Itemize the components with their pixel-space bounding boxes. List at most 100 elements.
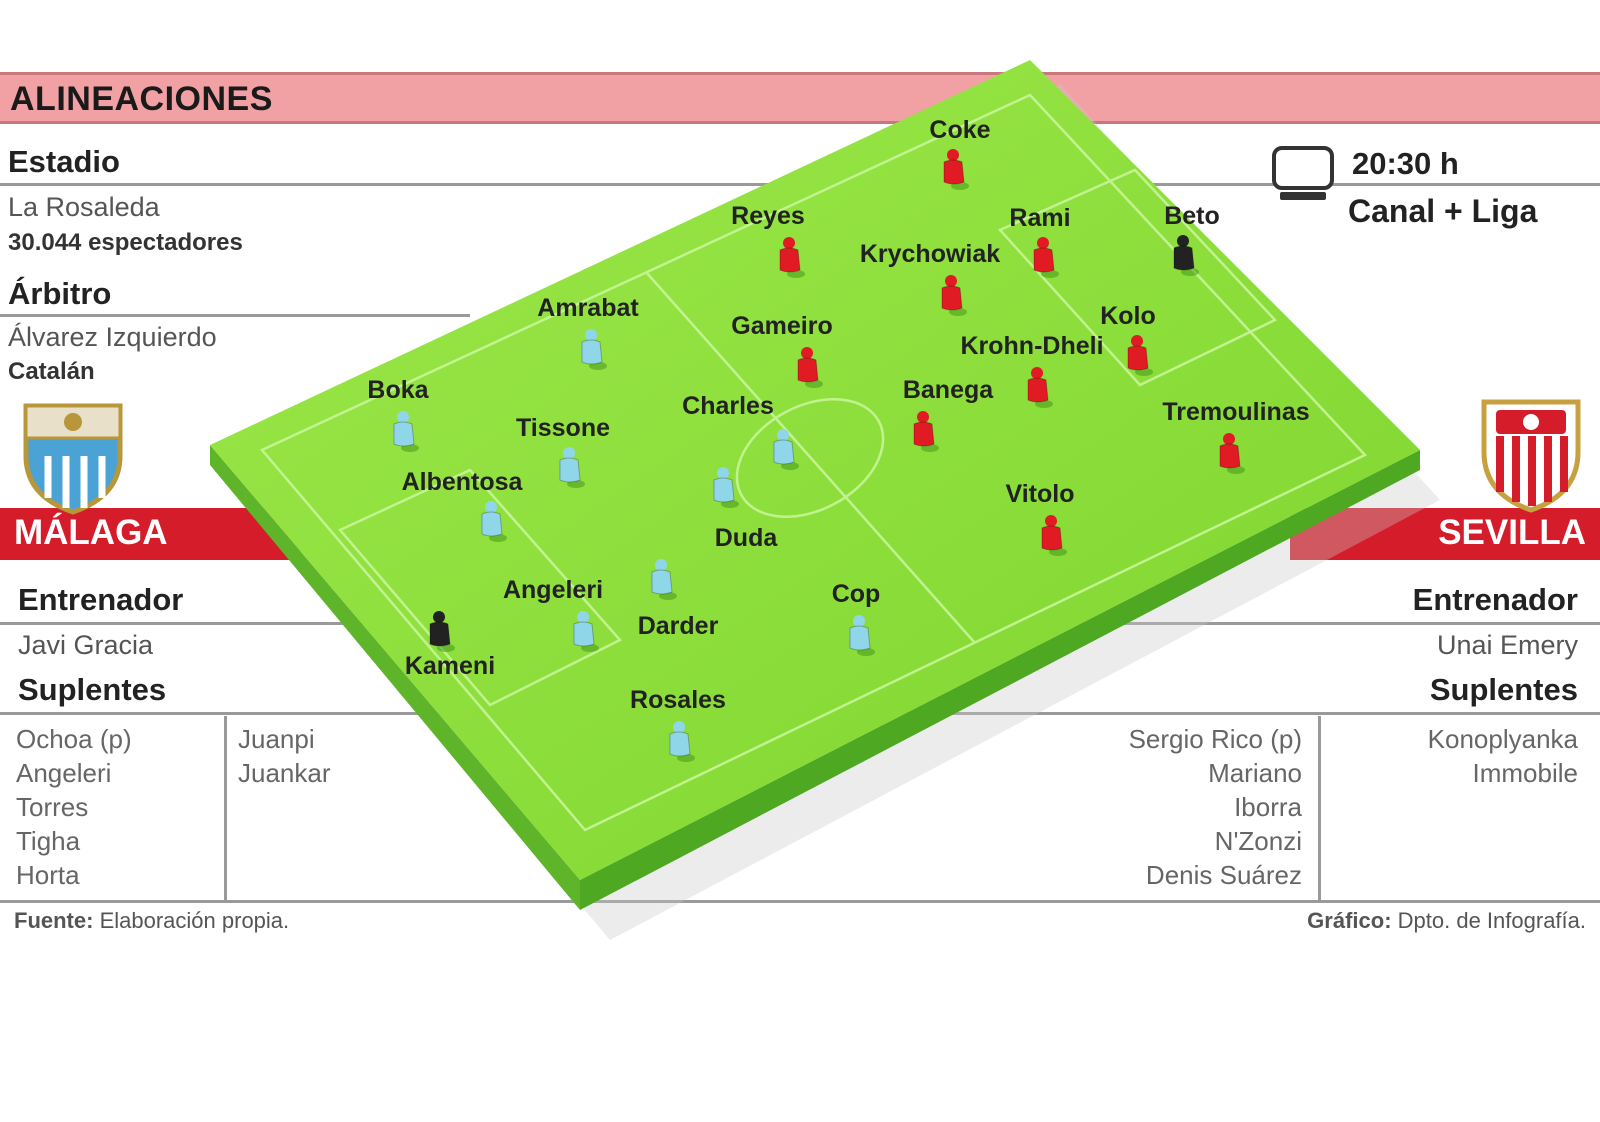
divider bbox=[224, 716, 227, 900]
away-player-figure-icon bbox=[776, 236, 806, 280]
home-player-name: Darder bbox=[637, 612, 719, 640]
home-player-name: Angeleri bbox=[502, 576, 604, 604]
home-player-figure-icon bbox=[846, 614, 876, 658]
spectators: 30.044 espectadores bbox=[8, 229, 243, 256]
tv-stand-icon bbox=[1280, 192, 1326, 200]
away-player-name: Banega bbox=[902, 376, 994, 404]
away-player-figure-icon bbox=[938, 274, 968, 318]
home-player-figure-icon bbox=[556, 446, 586, 490]
away-coach: Unai Emery bbox=[1436, 630, 1578, 660]
home-player-name: Albentosa bbox=[401, 468, 523, 496]
away-coach-label: Entrenador bbox=[1412, 582, 1578, 617]
referee-label: Árbitro bbox=[8, 276, 112, 311]
away-player-figure-icon bbox=[910, 410, 940, 454]
away-player-figure-icon bbox=[1124, 334, 1154, 378]
away-player-figure-icon bbox=[1024, 366, 1054, 410]
source-text: Elaboración propia. bbox=[99, 908, 290, 933]
divider bbox=[1318, 716, 1321, 900]
referee-region: Catalán bbox=[8, 358, 95, 385]
away-player-name: Krychowiak bbox=[859, 240, 1001, 268]
home-player-figure-icon bbox=[478, 500, 508, 544]
list-item: Immobile bbox=[1472, 758, 1578, 788]
list-item: Torres bbox=[16, 792, 89, 822]
away-player-figure-icon bbox=[1170, 234, 1200, 278]
away-player-name: Krohn-Dheli bbox=[960, 332, 1104, 360]
list-item: Ochoa (p) bbox=[16, 724, 132, 754]
away-player-name: Gameiro bbox=[731, 312, 833, 340]
away-player-name: Tremoulinas bbox=[1162, 398, 1310, 426]
source-credit: Fuente: Elaboración propia. bbox=[14, 908, 289, 934]
away-player-figure-icon bbox=[940, 148, 970, 192]
away-player-figure-icon bbox=[1038, 514, 1068, 558]
home-player-figure-icon bbox=[710, 466, 740, 510]
home-player-name: Kameni bbox=[404, 652, 496, 680]
home-team-name: MÁLAGA bbox=[14, 513, 168, 552]
list-item: Iborra bbox=[1234, 792, 1302, 822]
tv-channel: Canal + Liga bbox=[1348, 193, 1538, 229]
stadium-name: La Rosaleda bbox=[8, 192, 160, 222]
list-item: Tigha bbox=[16, 826, 81, 856]
home-player-figure-icon bbox=[570, 610, 600, 654]
away-player-figure-icon bbox=[1030, 236, 1060, 280]
list-item: Angeleri bbox=[16, 758, 112, 788]
list-item: Mariano bbox=[1208, 758, 1302, 788]
list-item: Juanpi bbox=[238, 724, 315, 754]
away-team-name: SEVILLA bbox=[1438, 513, 1586, 552]
home-player-name: Tissone bbox=[515, 414, 611, 442]
list-item: Denis Suárez bbox=[1145, 860, 1302, 890]
center-circle bbox=[735, 398, 885, 518]
away-player-name: Reyes bbox=[731, 202, 805, 230]
home-coach-label: Entrenador bbox=[18, 582, 184, 617]
tv-icon bbox=[1272, 146, 1334, 190]
home-player-name: Duda bbox=[714, 524, 778, 552]
away-player-figure-icon bbox=[1216, 432, 1246, 476]
graphic-text: Dpto. de Infografía. bbox=[1397, 908, 1586, 933]
away-subs-col1: Sergio Rico (p) Mariano Iborra N'Zonzi D… bbox=[1129, 722, 1302, 892]
pitch-side-right bbox=[580, 450, 1420, 910]
pitch-boundary-line bbox=[259, 93, 1368, 832]
away-subs-col2: Konoplyanka Immobile bbox=[1428, 722, 1578, 790]
sevilla-crest-icon bbox=[1481, 399, 1581, 513]
list-item: Sergio Rico (p) bbox=[1128, 724, 1302, 754]
graphic-label: Gráfico: bbox=[1307, 908, 1392, 933]
home-team-bar bbox=[0, 508, 300, 560]
home-player-name: Rosales bbox=[630, 686, 726, 714]
home-player-name: Boka bbox=[367, 376, 429, 404]
halfway-line bbox=[645, 271, 976, 644]
away-player-name: Coke bbox=[929, 116, 991, 144]
home-player-name: Charles bbox=[682, 392, 774, 420]
list-item: Horta bbox=[16, 860, 80, 890]
malaga-crest-icon bbox=[23, 403, 123, 515]
referee-name: Álvarez Izquierdo bbox=[8, 322, 217, 352]
divider bbox=[0, 900, 1600, 903]
penalty-area-away bbox=[997, 168, 1278, 387]
home-subs-col1: Ochoa (p) Angeleri Torres Tigha Horta bbox=[16, 722, 132, 892]
pitch-surface bbox=[210, 60, 1420, 880]
away-subs-label: Suplentes bbox=[1429, 672, 1578, 707]
page-title: ALINEACIONES bbox=[10, 80, 273, 118]
home-player-figure-icon bbox=[648, 558, 678, 602]
home-player-figure-icon bbox=[770, 428, 800, 472]
home-player-figure-icon bbox=[666, 720, 696, 764]
title-bar bbox=[0, 72, 1600, 124]
away-team-bar bbox=[1290, 508, 1600, 560]
home-player-name: Amrabat bbox=[537, 294, 639, 322]
home-player-figure-icon bbox=[390, 410, 420, 454]
home-player-figure-icon bbox=[578, 328, 608, 372]
home-subs-label: Suplentes bbox=[18, 672, 167, 707]
list-item: Juankar bbox=[238, 758, 331, 788]
away-player-name: Kolo bbox=[1100, 302, 1156, 330]
graphic-credit: Gráfico: Dpto. de Infografía. bbox=[1307, 908, 1586, 934]
source-label: Fuente: bbox=[14, 908, 94, 933]
list-item: N'Zonzi bbox=[1214, 826, 1302, 856]
pitch-side-left bbox=[210, 445, 580, 910]
home-player-figure-icon bbox=[426, 610, 456, 654]
home-coach: Javi Gracia bbox=[18, 630, 154, 660]
away-player-name: Rami bbox=[1009, 204, 1071, 232]
list-item: Konoplyanka bbox=[1427, 724, 1578, 754]
home-subs-col2: Juanpi Juankar bbox=[238, 722, 331, 790]
away-player-name: Beto bbox=[1164, 202, 1220, 230]
away-player-figure-icon bbox=[794, 346, 824, 390]
divider bbox=[0, 314, 470, 317]
